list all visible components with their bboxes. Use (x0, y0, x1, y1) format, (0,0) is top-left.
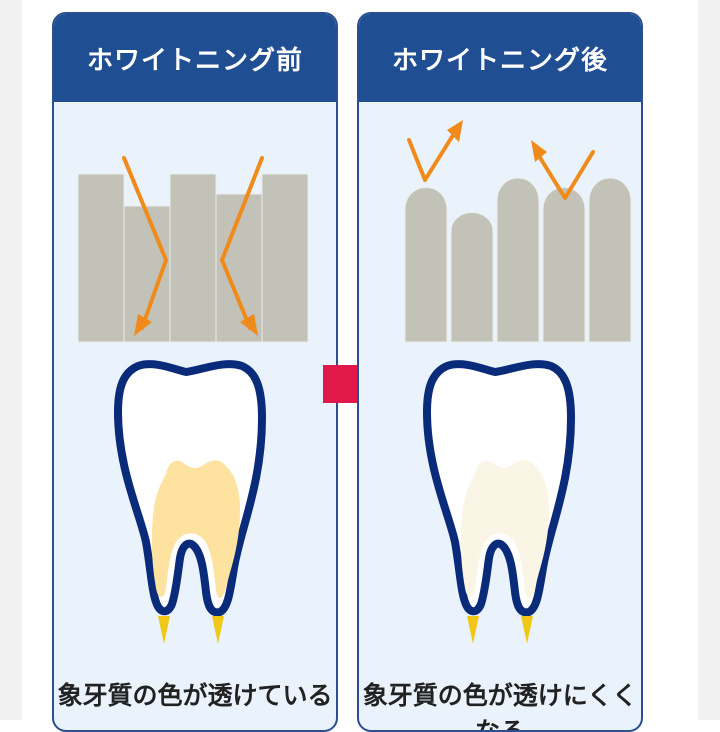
dentin-layer (460, 460, 549, 599)
light-ray-icon (219, 156, 264, 330)
root-tip (212, 616, 224, 644)
page-left-margin (0, 0, 22, 720)
light-ray-arrowhead (240, 314, 258, 336)
light-ray-icon (407, 130, 457, 182)
after-illustration (404, 120, 632, 644)
root-tip (467, 616, 479, 644)
before-illustration (77, 156, 309, 644)
after-whitening-panel: ホワイトニング後 象牙質の色が透けにくくなる (357, 12, 643, 732)
root-tip (521, 616, 533, 644)
page-right-margin (698, 0, 720, 720)
root-tip (158, 616, 170, 644)
before-caption: 象牙質の色が透けている (57, 681, 333, 710)
smooth-enamel-surface (404, 177, 632, 343)
before-whitening-panel: ホワイトニング前 象牙質の色が透けている (52, 12, 338, 732)
light-ray-icon (122, 156, 169, 330)
light-ray-arrowhead (134, 314, 152, 336)
light-ray-arrowhead (447, 120, 463, 142)
light-ray-icon (537, 150, 595, 200)
after-caption: 象牙質の色が透けにくくなる (362, 681, 638, 732)
after-panel-title: ホワイトニング後 (359, 14, 641, 102)
light-ray-arrowhead (531, 140, 547, 162)
rough-enamel-surface (77, 173, 309, 343)
dentin-layer (151, 460, 240, 599)
before-panel-title: ホワイトニング前 (54, 14, 336, 102)
